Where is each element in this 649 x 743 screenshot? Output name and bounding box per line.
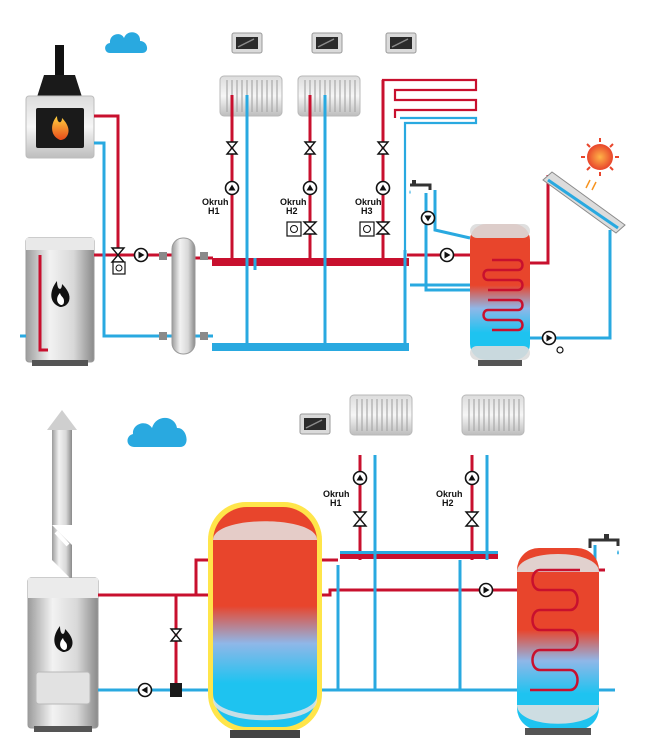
pump-icon (302, 180, 318, 196)
tap-icon (588, 534, 620, 555)
pump-icon (478, 582, 494, 598)
separator-port (200, 252, 208, 260)
hydraulic-separator (171, 237, 196, 355)
separator-port (200, 332, 208, 340)
mixing-valve (464, 511, 480, 527)
thermostat-icon (385, 32, 417, 54)
cloud-icon (127, 417, 187, 447)
thermostat-icon (299, 413, 331, 435)
floor-heating-loop (381, 78, 478, 118)
circuit-label-line2: H1 (208, 206, 220, 216)
pump-icon (541, 330, 557, 346)
header-highlight (340, 551, 498, 554)
radiator-icon (349, 394, 413, 436)
valve-icon (170, 628, 182, 642)
mixing-valve (375, 221, 391, 235)
pump-icon (464, 470, 480, 486)
pump-icon (420, 210, 436, 226)
upper-cold-pipes (20, 95, 612, 345)
dhw-tank-upper (470, 224, 530, 366)
cold-header-bar (212, 343, 409, 351)
circuit-h2-upper: Okruh H2 (280, 141, 318, 237)
valve-icon (304, 141, 316, 155)
radiator-icon (461, 394, 525, 436)
tap-icon (409, 180, 432, 194)
circuit-label-line2: H2 (442, 498, 454, 508)
circuit-label-line1: Okruh (436, 489, 463, 499)
circuit-label-line2: H2 (286, 206, 298, 216)
separator-port (159, 332, 167, 340)
hot-header-bar (340, 552, 498, 559)
cloud-icon (105, 32, 148, 53)
accumulation-tank (208, 502, 322, 738)
solid-fuel-boiler (27, 577, 99, 732)
sensor (556, 346, 564, 354)
pump-icon (133, 247, 149, 263)
lower-cold-pipes (98, 455, 615, 692)
circuit-label-line2: H3 (361, 206, 373, 216)
circuit-h1-lower: Okruh H1 (323, 470, 368, 527)
upper-hot-pipes (38, 80, 550, 352)
circuit-label-line1: Okruh (323, 489, 350, 499)
fitting (170, 683, 182, 697)
circuit-h3-upper: Okruh H3 (355, 141, 391, 237)
pump-icon (439, 247, 455, 263)
mixing-valve (302, 221, 318, 235)
sun-icon (581, 138, 619, 191)
dhw-tank-lower (517, 548, 599, 735)
pump-icon (352, 470, 368, 486)
actuator (286, 221, 302, 237)
floor-heating-return (400, 116, 478, 250)
boiler (25, 237, 95, 366)
circuit-label-line1: Okruh (202, 197, 229, 207)
fireplace-stove (25, 45, 95, 159)
mixing-valve (110, 247, 126, 275)
valve-icon (377, 141, 389, 155)
pump-icon (224, 180, 240, 196)
actuator (359, 221, 375, 237)
separator-port (159, 252, 167, 260)
hot-header-bar (212, 258, 409, 266)
mixing-valve (352, 511, 368, 527)
pump-icon (375, 180, 391, 196)
circuit-h2-lower: Okruh H2 (436, 470, 480, 527)
circuit-h1-upper: Okruh H1 (202, 141, 240, 216)
pump-icon (137, 682, 153, 698)
solar-collector (542, 171, 626, 234)
chimney (47, 410, 77, 580)
circuit-label-line1: Okruh (280, 197, 307, 207)
thermostat-icon (231, 32, 263, 54)
circuit-label-line1: Okruh (355, 197, 382, 207)
thermostat-icon (311, 32, 343, 54)
valve-icon (226, 141, 238, 155)
circuit-label-line2: H1 (330, 498, 342, 508)
radiator-icon (297, 75, 361, 117)
radiator-icon (219, 75, 283, 117)
